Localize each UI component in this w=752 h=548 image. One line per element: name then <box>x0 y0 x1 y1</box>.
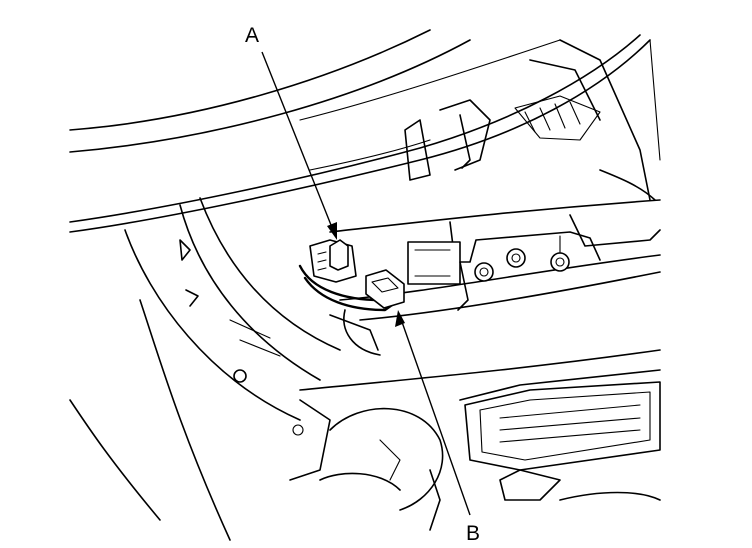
arrowhead-b <box>395 310 405 327</box>
bolt-2 <box>506 248 526 268</box>
wire-harness <box>298 264 404 356</box>
left-pillar-trim <box>69 197 341 541</box>
arrowhead-a <box>327 222 337 240</box>
duct-assembly <box>404 39 661 201</box>
callout-label-b: B <box>466 522 480 545</box>
lower-housing <box>299 349 661 531</box>
connector-a <box>309 239 357 283</box>
bolt-1 <box>474 262 494 282</box>
leader-line-a <box>261 51 337 240</box>
leader-line-b <box>395 310 471 516</box>
connector-b <box>365 269 405 309</box>
callout-label-a: A <box>245 24 259 47</box>
cross-member <box>329 199 661 321</box>
upper-body-panel <box>69 29 651 233</box>
mounting-bolts <box>474 248 570 282</box>
bolt-3 <box>550 252 570 272</box>
